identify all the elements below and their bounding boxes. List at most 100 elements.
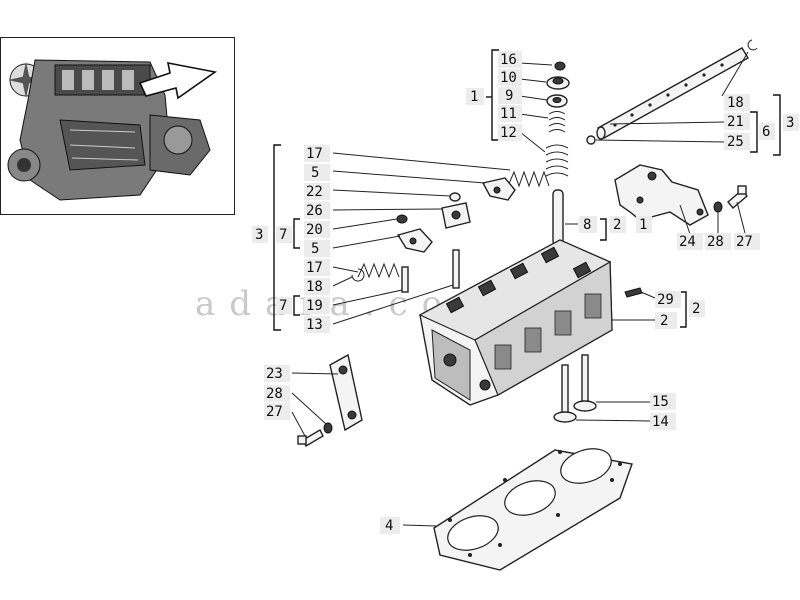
part-17-spring-upper: [507, 170, 550, 188]
svg-text:4: 4: [385, 518, 393, 534]
svg-text:6: 6: [762, 124, 770, 140]
svg-text:12: 12: [500, 125, 517, 141]
svg-text:7: 7: [279, 298, 287, 314]
svg-text:3: 3: [255, 227, 263, 243]
valve-spring-stack: [519, 61, 570, 177]
callout-28-right: 28: [705, 233, 731, 250]
svg-text:28: 28: [266, 386, 283, 402]
svg-text:7: 7: [279, 227, 287, 243]
callout-17-top: 17: [304, 145, 330, 162]
callout-3-left: 3: [252, 226, 268, 243]
locator-arrow: [138, 61, 218, 100]
svg-text:16: 16: [500, 52, 517, 68]
callout-21: 21: [724, 113, 750, 130]
part-28-washer-lower: [291, 392, 333, 434]
callout-5-lower: 5: [304, 240, 330, 257]
svg-text:5: 5: [311, 165, 319, 181]
callout-27-left: 27: [264, 403, 290, 420]
callout-1-mid: 1: [636, 216, 652, 233]
bracket-group-1: [486, 49, 499, 141]
part-16-cotter: [554, 61, 566, 71]
callout-6: 6: [759, 123, 775, 140]
svg-text:24: 24: [679, 234, 696, 250]
part-14-valve: [553, 364, 651, 423]
callout-2-group: 2: [689, 300, 705, 317]
callout-15: 15: [650, 393, 676, 410]
svg-text:2: 2: [692, 301, 700, 317]
callout-14: 14: [650, 413, 676, 430]
bracket-group-7-lower: [293, 295, 300, 316]
svg-text:28: 28: [707, 234, 724, 250]
svg-text:9: 9: [505, 88, 513, 104]
svg-text:17: 17: [306, 260, 323, 276]
callout-9: 9: [498, 87, 522, 104]
part-20-ring: [396, 214, 408, 224]
part-12-outer-spring: [545, 144, 569, 177]
callout-12: 12: [498, 124, 522, 141]
svg-text:20: 20: [306, 222, 323, 238]
callout-23: 23: [264, 365, 290, 382]
callout-26: 26: [304, 202, 330, 219]
callout-17-lower: 17: [304, 259, 330, 276]
bracket-group-7-upper: [293, 218, 300, 249]
svg-text:11: 11: [500, 106, 517, 122]
part-24-bracket: [614, 164, 709, 235]
callout-labels: 16 10 9 11 12 1 18 21 25 6 3 17 5 22 26 …: [252, 51, 799, 534]
rocker-shaft: [586, 39, 758, 145]
svg-text:2: 2: [613, 217, 621, 233]
svg-text:26: 26: [306, 203, 323, 219]
svg-text:1: 1: [470, 89, 478, 105]
part-18-clip: [747, 39, 758, 51]
part-27-bolt: [727, 185, 748, 234]
svg-text:27: 27: [736, 234, 753, 250]
callout-20: 20: [304, 221, 330, 238]
svg-text:8: 8: [583, 217, 591, 233]
part-28-washer: [713, 201, 723, 234]
bracket-group-2: [680, 291, 687, 328]
callout-7-upper: 7: [276, 226, 292, 243]
callout-22: 22: [304, 183, 330, 200]
bracket-group-3-right: [773, 94, 781, 156]
engine-locator-inset: [0, 37, 235, 215]
svg-text:21: 21: [727, 114, 744, 130]
part-11-inner-spring: [548, 111, 566, 133]
part-8-pushrod: [552, 189, 578, 246]
rocker-parts: [332, 152, 550, 325]
callout-19: 19: [304, 297, 330, 314]
callout-16: 16: [498, 51, 522, 68]
part-4-head-gasket: [402, 448, 633, 571]
callout-28-left: 28: [264, 385, 290, 402]
callout-27-right: 27: [734, 233, 760, 250]
callout-13: 13: [304, 316, 330, 333]
callout-3-right: 3: [783, 114, 799, 131]
callout-18-lower: 18: [304, 278, 330, 295]
svg-text:2: 2: [660, 313, 668, 329]
callout-10: 10: [498, 69, 522, 86]
bracket-group-3-left: [273, 144, 281, 331]
callout-24: 24: [677, 233, 703, 250]
callout-2-upper: 2: [610, 216, 626, 233]
callout-25: 25: [724, 133, 750, 150]
part-18-clip-lower: [351, 268, 365, 282]
svg-text:18: 18: [727, 95, 744, 111]
callout-5-top: 5: [304, 164, 330, 181]
svg-text:15: 15: [652, 394, 669, 410]
part-13-stud: [452, 249, 460, 289]
part-29-pin: [624, 287, 656, 299]
callout-29: 29: [655, 291, 681, 308]
callout-8: 8: [579, 216, 597, 233]
part-22-clip: [449, 192, 461, 202]
svg-text:29: 29: [657, 292, 674, 308]
cylinder-head: [418, 239, 613, 406]
callout-1-top: 1: [466, 88, 484, 105]
svg-text:10: 10: [500, 70, 517, 86]
svg-text:25: 25: [727, 134, 744, 150]
svg-text:17: 17: [306, 146, 323, 162]
part-15-valve: [573, 354, 650, 412]
callout-11: 11: [498, 105, 522, 122]
svg-text:13: 13: [306, 317, 323, 333]
svg-text:1: 1: [639, 217, 647, 233]
svg-text:27: 27: [266, 404, 283, 420]
callout-2-head: 2: [655, 312, 677, 329]
